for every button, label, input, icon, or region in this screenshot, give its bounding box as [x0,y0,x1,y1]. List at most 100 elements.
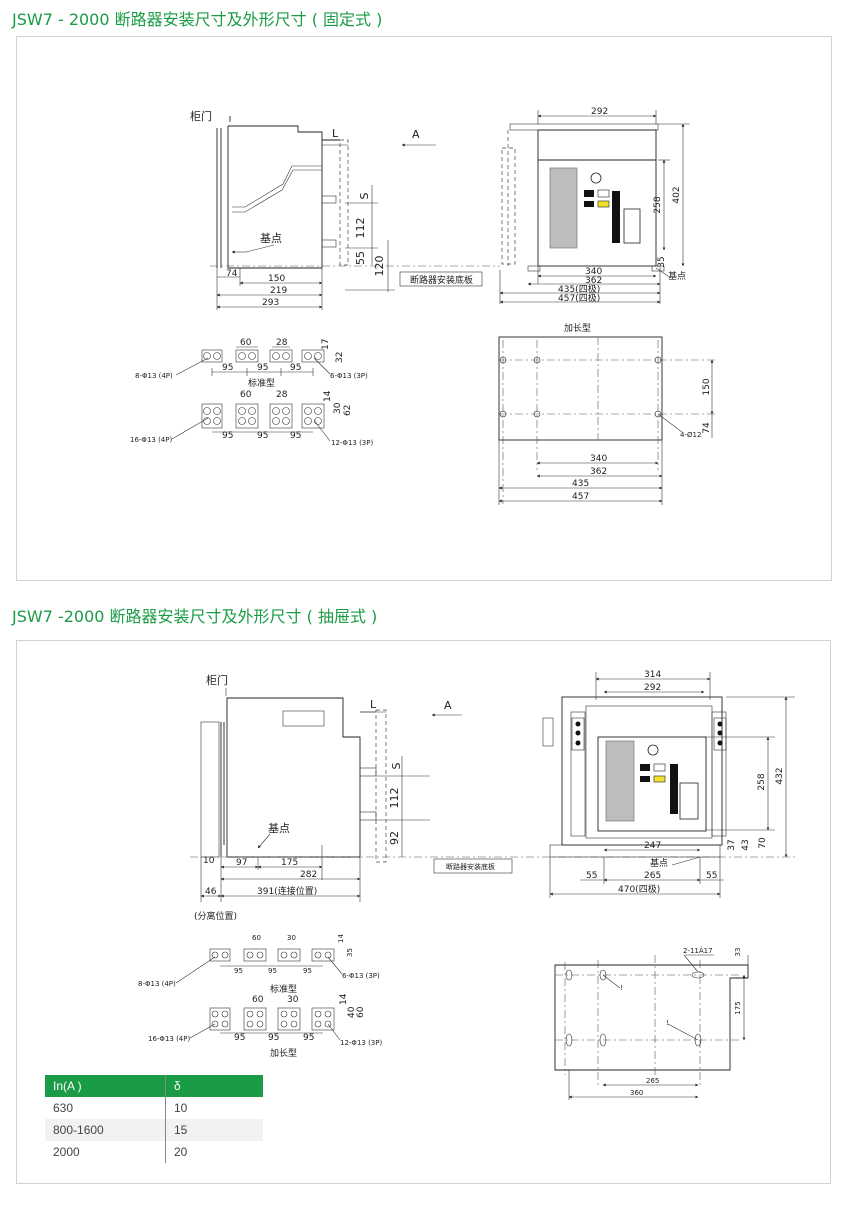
table-row: 2000 20 [45,1141,263,1163]
dim-362: 362 [585,276,602,286]
dim-293: 293 [262,298,279,308]
drawing-panel-fixed [16,36,832,581]
dim-435: 435(四极) [558,283,600,295]
dim-l: L [332,127,339,140]
d-46: 46 [205,887,217,897]
dim-402: 402 [672,186,682,203]
f-55a: 55 [586,871,597,881]
d-97: 97 [236,858,247,868]
u-35: 35 [346,948,354,957]
m2-265: 265 [646,1077,659,1085]
u-pitch-b: 95 [268,967,277,975]
dim-35: 35 [657,256,667,267]
m-340: 340 [590,454,607,464]
d-282: 282 [300,870,317,880]
section-title-fixed: JSW7 - 2000 断路器安装尺寸及外形尺寸 ( 固定式 ) [12,10,383,29]
table-row: 630 10 [45,1097,263,1119]
dim-92: 92 [388,831,401,845]
front-display-panel-2 [605,740,635,822]
hole-long-3p: 12-Φ13 (3P) [331,439,373,447]
door-label: 柜门 [190,109,212,123]
u-pitch-f: 95 [303,1033,314,1043]
m2-360: 360 [630,1089,643,1097]
section-title-drawout: JSW7 -2000 断路器安装尺寸及外形尺寸 ( 抽屉式 ) [12,607,378,626]
f-55b: 55 [706,871,717,881]
d-10: 10 [203,856,215,866]
plate-label-2: 断路器安装底板 [446,862,495,871]
cell-in: 2000 [45,1141,166,1163]
dim-s-2: S [390,762,403,769]
t-30: 30 [333,402,343,414]
u-60b: 60 [356,1006,366,1018]
standard-type-label: 标准型 [248,377,275,389]
rating-table: In(A ) δ 630 10 800-1600 15 2000 20 [45,1075,263,1163]
pitch-d: 95 [222,431,233,441]
d-175: 175 [281,858,298,868]
terminal-patterns-fixed: 60 28 17 32 95 95 95 8-Φ13 (4P) 6-Φ13 (3… [130,338,373,447]
u-60: 60 [252,934,261,942]
front-display-panel [549,167,578,249]
u-hole-long-4p: 16-Φ13 (4P) [148,1035,190,1043]
u-hole-std-3p: 6-Φ13 (3P) [342,972,380,980]
front-view-fixed: 292 402 258 35 基点 340 362 435(四极) 457(四极… [499,107,690,304]
u2-30: 30 [287,995,299,1005]
dim-457: 457(四极) [558,292,600,304]
datum-right-2: 基点 [650,857,668,869]
t-17: 17 [321,339,331,350]
hole-long-4p: 16-Φ13 (4P) [130,436,172,444]
standard-type-label-2: 标准型 [270,983,297,995]
pitch-c: 95 [290,363,301,373]
dim-219: 219 [270,286,287,296]
t2-60: 60 [240,390,252,400]
m-435: 435 [572,479,589,489]
pitch-f: 95 [290,431,301,441]
indicator-icon [590,172,602,184]
cell-delta: 20 [174,1145,188,1159]
long-type-label: 加长型 [564,322,591,334]
u-40: 40 [347,1006,357,1018]
dim-l-2: L [370,698,377,711]
hole-std-4p: 8-Φ13 (4P) [135,372,173,380]
front-view-drawout: 314 292 258 432 37 43 70 247 基点 265 55 5… [542,670,795,898]
dim-120: 120 [373,256,386,277]
indicator-icon-2 [647,744,659,756]
f-265: 265 [644,871,661,881]
f-70: 70 [758,837,768,849]
mounting-plan-drawout: 2-11Á17 ! ! 33 175 265 360 [554,946,749,1100]
view-a-2: A [444,699,452,712]
dim-55: 55 [354,251,367,265]
d-391: 391(连接位置) [257,885,317,897]
cell-in: 800-1600 [45,1119,166,1141]
hole-std-3p: 6-Φ13 (3P) [330,372,368,380]
mark-a: ! [620,984,623,992]
dim-258: 258 [653,196,663,213]
long-type-label-2: 加长型 [270,1047,297,1059]
u-hole-long-3p: 12-Φ13 (3P) [340,1039,382,1047]
dim-340: 340 [585,267,602,277]
t-62: 62 [343,405,353,416]
yellow-button-icon [597,200,610,208]
m-457: 457 [572,492,589,502]
pitch-a: 95 [222,363,233,373]
datum-label-2: 基点 [268,822,290,835]
u-14: 14 [337,934,345,943]
datum-label: 基点 [260,232,282,245]
side-view-drawout: 柜门 基点 L A S 112 92 10 97 175 282 [190,673,795,922]
separate-label: (分离位置) [194,910,237,922]
f-292: 292 [644,683,661,693]
u-pitch-a: 95 [234,967,243,975]
cell-delta: 15 [165,1119,263,1141]
mark-b: ! [666,1019,669,1027]
m-hole: 4-Ø12 [680,431,701,439]
u-30: 30 [287,934,296,942]
u2-60: 60 [252,995,264,1005]
yellow-button-icon-2 [653,775,666,783]
t-60: 60 [240,338,252,348]
datum-right-label: 基点 [668,270,686,282]
f-43: 43 [741,839,751,850]
dim-s: S [358,192,371,199]
u-14b: 14 [339,993,349,1005]
table-header-row: In(A ) δ [45,1075,263,1097]
dim-292: 292 [591,107,608,117]
